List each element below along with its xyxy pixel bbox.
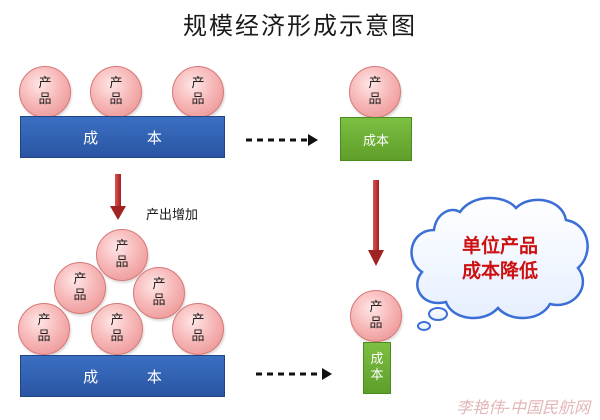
thought-cloud	[410, 196, 589, 331]
product-ball: 产品	[172, 303, 224, 355]
cloud-text: 单位产品 成本降低	[440, 234, 560, 284]
dashed-arrow-top	[246, 134, 318, 146]
watermark: 李艳伟-中国民航网	[456, 398, 590, 417]
product-ball: 产品	[19, 66, 71, 118]
diagram-title: 规模经济形成示意图	[183, 12, 417, 40]
product-ball: 产品	[91, 303, 143, 355]
product-ball: 产品	[18, 303, 70, 355]
cloud-line-1: 单位产品	[461, 235, 538, 257]
cost-bar-top: 成 本	[20, 116, 225, 158]
product-ball: 产品	[349, 66, 401, 118]
product-ball: 产品	[133, 267, 185, 319]
output-increase-label: 产出增加	[146, 208, 199, 223]
down-arrow-left	[110, 174, 126, 220]
cloud-line-2: 成本降低	[461, 260, 538, 282]
down-arrow-right	[368, 180, 384, 266]
product-ball: 产品	[54, 262, 106, 314]
product-ball: 产品	[172, 66, 224, 118]
product-ball: 产品	[96, 229, 148, 281]
product-ball: 产品	[350, 290, 402, 342]
cost-bar-bottom: 成 本	[20, 355, 225, 397]
cost-bar-small-top: 成本	[340, 117, 412, 161]
dashed-arrow-bottom	[256, 368, 332, 380]
product-ball: 产品	[90, 66, 142, 118]
cost-bar-small-bottom: 成本	[363, 342, 391, 394]
